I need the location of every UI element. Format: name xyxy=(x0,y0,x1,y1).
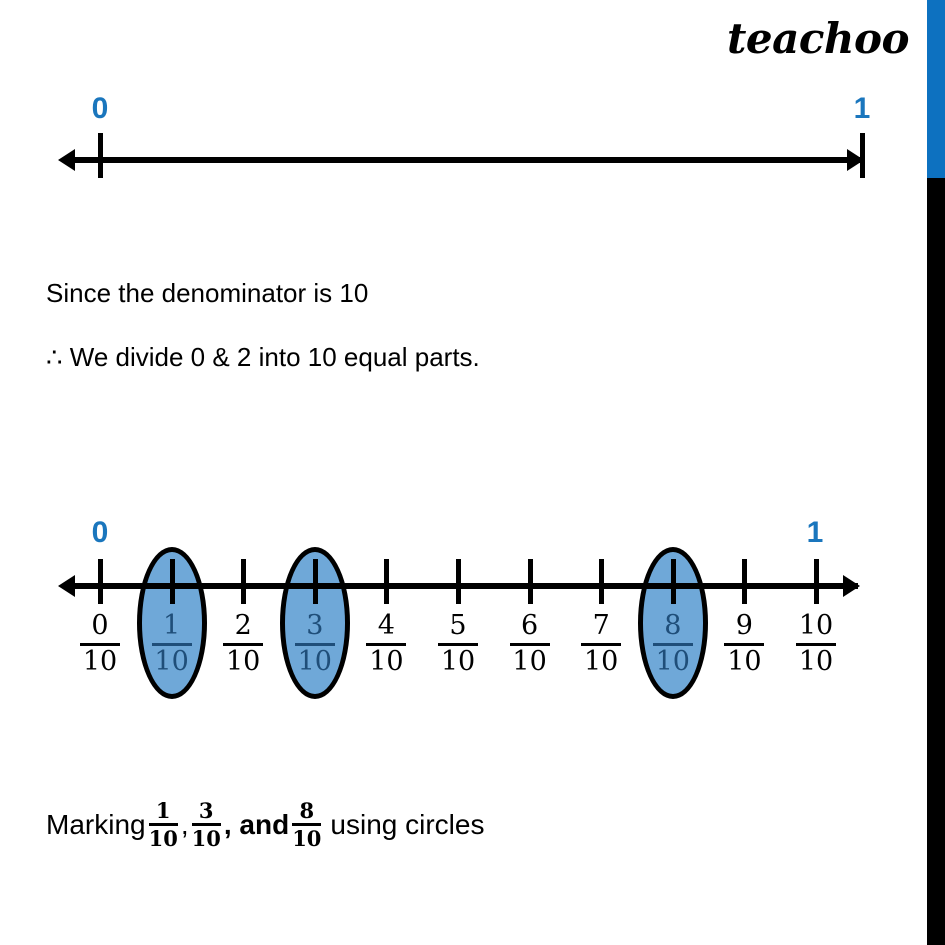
tick-7-bottom xyxy=(599,559,605,604)
fraction-denominator: 10 xyxy=(369,645,404,677)
caption-marking: Marking 1 10 , 3 10 , and 8 10 using cir… xyxy=(46,800,484,849)
fraction-denominator: 10 xyxy=(727,645,762,677)
caption-suffix: using circles xyxy=(330,808,485,840)
caption-fraction-3-bar xyxy=(292,823,322,826)
fraction-numerator: 7 xyxy=(592,610,610,641)
caption-prefix: Marking xyxy=(46,808,146,840)
tick-6-bottom xyxy=(527,559,533,604)
axis-line-top xyxy=(72,157,862,163)
fraction-numerator: 8 xyxy=(664,610,682,641)
fraction-bar xyxy=(796,642,836,646)
label-end-bottom: 1 xyxy=(806,516,824,549)
fraction-numerator: 1 xyxy=(163,610,181,641)
fraction-denominator: 10 xyxy=(655,645,690,677)
fraction-denominator: 10 xyxy=(226,645,261,677)
caption-fraction-2-bar xyxy=(191,823,221,826)
fraction-bar xyxy=(80,642,120,646)
fraction-bar xyxy=(652,642,693,646)
fraction-bar xyxy=(151,642,192,646)
axis-arrow-right-top xyxy=(847,149,864,171)
tick-0-top xyxy=(98,133,103,178)
highlight-ellipse-1-over-10 xyxy=(136,547,207,699)
fraction-numerator: 6 xyxy=(521,610,539,641)
fraction-numerator: 3 xyxy=(306,610,324,641)
label-start-bottom: 0 xyxy=(91,516,109,549)
fraction-denominator: 10 xyxy=(512,645,547,677)
caption-fraction-3-numerator: 8 xyxy=(299,798,315,823)
fraction-denominator: 10 xyxy=(82,645,118,677)
explanation-line-2: ∴ We divide 0 & 2 into 10 equal parts. xyxy=(46,342,480,372)
fraction-numerator: 2 xyxy=(234,610,252,641)
tick-9-bottom xyxy=(742,559,748,604)
label-start-top: 0 xyxy=(91,92,109,125)
tick-8-bottom xyxy=(670,559,676,604)
caption-fraction-2-denominator: 10 xyxy=(191,826,221,851)
number-line-top: 0 1 xyxy=(0,92,927,190)
fraction-denominator: 10 xyxy=(297,645,332,677)
axis-arrow-left-bottom xyxy=(58,575,75,597)
caption-fraction-1-numerator: 1 xyxy=(155,798,171,823)
edge-accent-bar-blue xyxy=(927,0,945,178)
explanation-line-1: Since the denominator is 10 xyxy=(46,278,369,308)
caption-fraction-1: 1 10 xyxy=(148,798,178,851)
fraction-bar xyxy=(223,642,264,646)
fraction-denominator: 10 xyxy=(798,645,834,677)
fraction-numerator: 0 xyxy=(91,610,109,641)
tick-1-top xyxy=(860,133,865,178)
caption-fraction-2-numerator: 3 xyxy=(198,798,214,823)
caption-separator-1: , xyxy=(180,808,189,840)
fraction-denominator: 10 xyxy=(154,645,189,677)
fraction-numerator: 5 xyxy=(449,610,467,641)
fraction-bar xyxy=(366,642,407,646)
caption-fraction-3-denominator: 10 xyxy=(292,826,322,851)
caption-separator-2: , and xyxy=(223,808,290,840)
caption-fraction-1-bar xyxy=(148,823,178,826)
highlight-ellipse-3-over-10 xyxy=(279,547,350,699)
fraction-numerator: 10 xyxy=(798,610,834,641)
caption-fraction-1-denominator: 10 xyxy=(148,826,178,851)
fraction-bar xyxy=(294,642,335,646)
fraction-bar xyxy=(581,642,622,646)
tick-4-bottom xyxy=(384,559,390,604)
axis-arrow-right-bottom xyxy=(843,575,860,597)
fraction-numerator: 9 xyxy=(735,610,753,641)
tick-0-bottom xyxy=(98,559,103,604)
caption-fraction-3: 8 10 xyxy=(292,798,322,851)
fraction-denominator: 10 xyxy=(440,645,476,677)
tick-3-bottom xyxy=(312,559,318,604)
tick-5-bottom xyxy=(456,559,461,604)
fraction-bar xyxy=(724,642,765,646)
axis-arrow-left-top xyxy=(58,149,75,171)
tick-1-bottom xyxy=(169,559,175,604)
fraction-bar xyxy=(509,642,550,646)
tick-10-bottom xyxy=(814,559,819,604)
axis-line-bottom xyxy=(72,583,858,589)
fraction-numerator: 4 xyxy=(377,610,395,641)
fraction-denominator: 10 xyxy=(584,645,619,677)
edge-accent-bar-black xyxy=(927,178,945,945)
label-end-top: 1 xyxy=(853,92,871,125)
teachoo-logo: teachoo xyxy=(727,14,909,63)
caption-fraction-2: 3 10 xyxy=(191,798,221,851)
tick-2-bottom xyxy=(241,559,247,604)
fraction-bar xyxy=(438,642,478,646)
